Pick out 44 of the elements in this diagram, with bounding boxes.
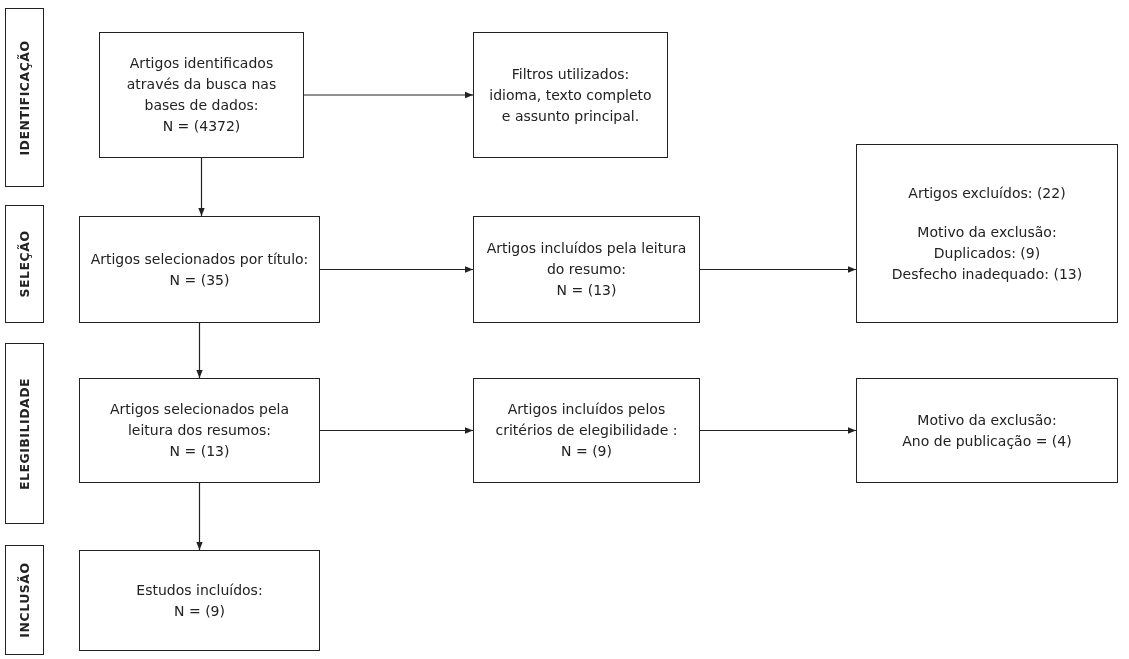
arrow xyxy=(319,266,474,273)
process-box xyxy=(856,144,1118,323)
box-text: Motivo da exclusão: xyxy=(917,222,1057,242)
stage-band xyxy=(5,545,44,655)
process-box xyxy=(473,32,668,158)
box-text: Artigos incluídos pela leitura do resumo: xyxy=(485,239,688,279)
box-text: N = (13) xyxy=(556,281,617,300)
arrow xyxy=(699,266,857,273)
stage-label: ELEGIBILIDADE xyxy=(15,377,33,490)
arrow xyxy=(196,482,203,551)
box-text: Ano de publicação = (4) xyxy=(902,431,1072,451)
process-box xyxy=(79,378,320,483)
arrow xyxy=(303,91,474,99)
process-box xyxy=(99,32,304,158)
box-text: N = (13) xyxy=(169,442,230,461)
arrow xyxy=(196,322,203,379)
box-text: Motivo da exclusão: xyxy=(917,410,1057,430)
box-text: N = (4372) xyxy=(162,117,241,136)
stage-label: IDENTIFICAÇÃO xyxy=(15,39,33,156)
box-text: N = (35) xyxy=(169,270,230,290)
stage-label: INCLUSÃO xyxy=(15,562,33,638)
arrow xyxy=(699,427,857,434)
box-text: Desfecho inadequado: (13) xyxy=(891,264,1083,284)
box-text: Artigos incluídos pelos critérios de elegibilidade : xyxy=(494,400,679,440)
box-text: Estudos incluídos: xyxy=(136,580,263,600)
stage-band xyxy=(5,343,44,524)
process-box xyxy=(856,378,1118,483)
box-text: N = (9) xyxy=(561,442,612,461)
arrow xyxy=(198,157,205,217)
stage-band xyxy=(5,205,44,323)
box-text: Artigos selecionados por título: xyxy=(90,249,309,269)
process-box xyxy=(79,216,320,323)
box-text: Artigos excluídos: (22) xyxy=(908,183,1066,203)
process-box xyxy=(473,216,700,323)
stage-band xyxy=(5,8,44,187)
box-text: Artigos identificados através da busca nas bases de dados: xyxy=(125,54,278,115)
box-text: Artigos selecionados pela leitura dos resumos: xyxy=(108,400,291,440)
box-text: Filtros utilizados: idioma, texto completo e assunto principal. xyxy=(488,64,653,126)
process-box xyxy=(79,550,320,651)
process-box xyxy=(473,378,700,483)
box-text: Duplicados: (9) xyxy=(933,243,1041,263)
stage-label: SELEÇÃO xyxy=(15,230,33,298)
arrow xyxy=(319,427,474,434)
box-text: N = (9) xyxy=(174,601,225,621)
